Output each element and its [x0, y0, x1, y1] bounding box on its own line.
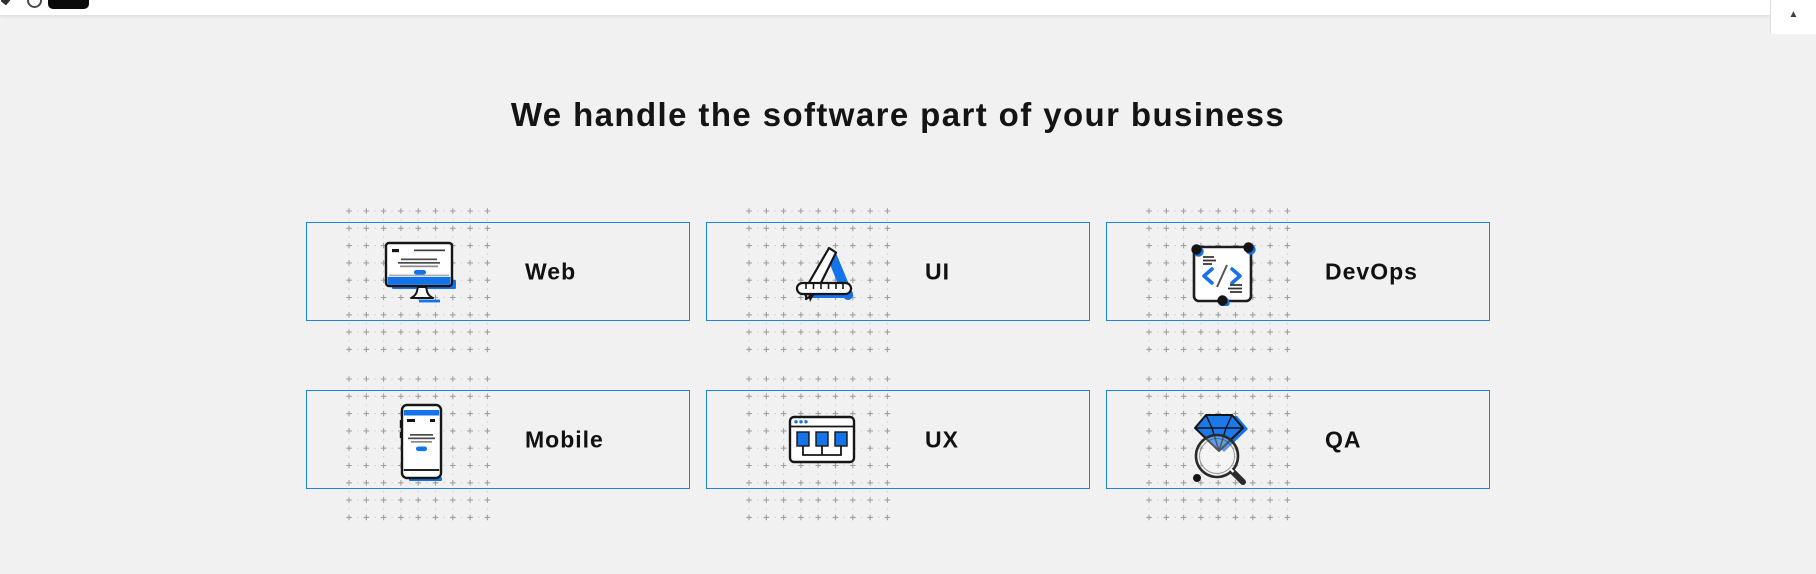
desktop-monitor-icon [383, 241, 461, 303]
black-pill-badge[interactable] [48, 0, 89, 9]
diamond-magnifier-icon [1190, 411, 1254, 487]
service-label: Mobile [525, 426, 604, 452]
design-tools-icon [789, 245, 855, 307]
service-card-ux[interactable]: UX [706, 376, 1090, 521]
page-title: We handle the software part of your busi… [510, 96, 1286, 134]
service-card-web[interactable]: Web [306, 208, 690, 353]
scrollbar-up-button[interactable]: ▲ [1770, 0, 1816, 34]
service-label: UI [925, 258, 950, 284]
services-grid: Web UI [306, 208, 1490, 521]
service-label: QA [1325, 426, 1362, 452]
smartphone-icon [399, 403, 445, 483]
scroll-up-arrow-icon: ▲ [1788, 9, 1799, 20]
service-card-qa[interactable]: QA [1106, 376, 1490, 521]
service-card-devops[interactable]: DevOps [1106, 208, 1490, 353]
browser-topbar [0, 0, 1770, 16]
service-label: Web [525, 258, 577, 284]
service-label: UX [925, 426, 959, 452]
pen-icon[interactable] [0, 0, 11, 6]
code-document-icon [1186, 238, 1258, 308]
service-label: DevOps [1325, 258, 1418, 284]
circle-icon[interactable] [27, 0, 42, 8]
service-card-ui[interactable]: UI [706, 208, 1090, 353]
wireframe-window-icon [787, 414, 857, 466]
service-card-mobile[interactable]: Mobile [306, 376, 690, 521]
